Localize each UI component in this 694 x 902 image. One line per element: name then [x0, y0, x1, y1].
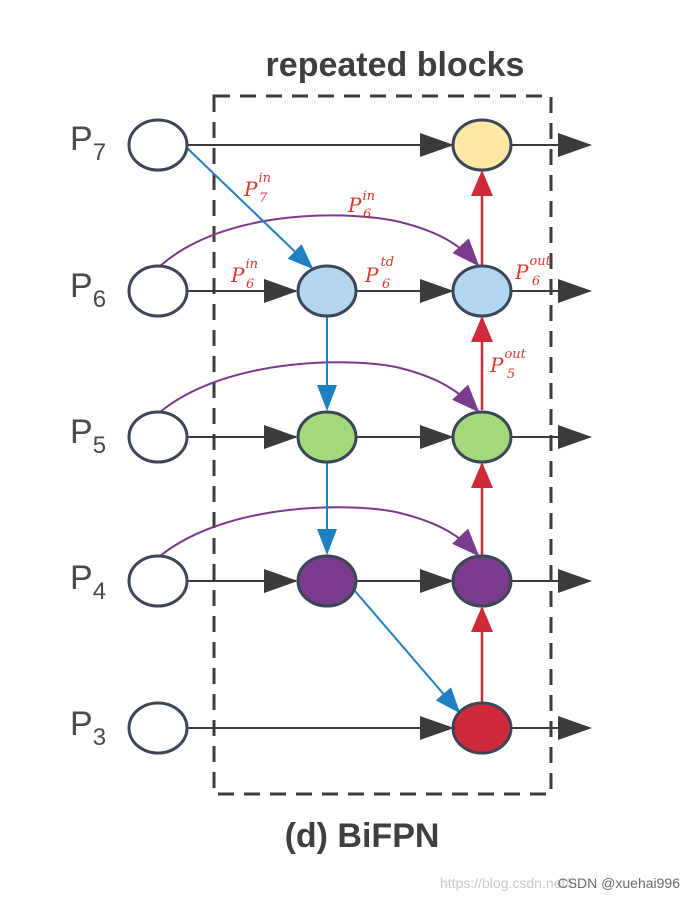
top-down-edges: [186, 147, 461, 714]
edge-p4-td-to-p3-out: [354, 590, 461, 714]
intermediate-nodes: [296, 264, 358, 608]
level-label-p4-name: P: [70, 559, 93, 597]
annotation-p6-out: Pout 6: [514, 254, 552, 289]
node-p3-in: [127, 701, 189, 755]
level-label-p7-sub: 7: [93, 139, 106, 166]
annotation-p7-in-sup: in: [258, 171, 271, 186]
input-nodes: [127, 118, 189, 755]
level-label-p3-sub: 3: [93, 724, 106, 751]
level-label-p7: P7: [70, 120, 106, 166]
annotation-p6-in-base: P: [230, 263, 245, 287]
skip-edge-p4: [159, 506, 480, 557]
node-p4-in: [127, 554, 189, 608]
level-label-p3: P3: [70, 705, 106, 751]
annotation-p6-out-sup: out: [529, 254, 551, 269]
annotation-p5-out-sub: 5: [507, 367, 515, 382]
node-p4-out: [451, 554, 513, 608]
annotation-p6-in-skip-sup: in: [362, 189, 375, 204]
diagram-caption: (d) BiFPN: [285, 817, 440, 855]
node-p6-in: [127, 264, 189, 318]
level-label-p5: P5: [70, 413, 106, 459]
diagram-title: repeated blocks: [266, 46, 525, 84]
level-label-p5-name: P: [70, 413, 93, 451]
skip-edge-p6: [159, 214, 480, 267]
level-label-p7-name: P: [70, 120, 93, 158]
watermark-url: https://blog.csdn.net/u: [440, 875, 577, 891]
annotation-p6-in: Pin 6: [230, 257, 258, 292]
node-p5-in: [127, 410, 189, 464]
edge-p7-in-to-p6-td: [186, 147, 314, 270]
annotation-p6-td-sup: td: [380, 255, 394, 270]
annotation-p6-in-sub: 6: [246, 277, 254, 292]
annotation-p6-in-sup: in: [245, 257, 258, 272]
annotation-p7-in: Pin 7: [243, 171, 271, 206]
level-label-p6-name: P: [70, 267, 93, 305]
watermark-csdn: CSDN @xuehai996: [558, 875, 681, 891]
annotation-p5-out-sup: out: [504, 347, 526, 362]
node-p7-in: [127, 118, 189, 172]
node-p3-out: [451, 701, 513, 755]
level-label-p4: P4: [70, 559, 106, 605]
node-p4-td: [296, 554, 358, 608]
skip-edges: [159, 214, 480, 557]
annotation-p6-td-sub: 6: [382, 277, 390, 292]
level-label-p5-sub: 5: [93, 432, 106, 459]
node-p6-out: [451, 264, 513, 318]
repeated-block-frame: [212, 94, 553, 796]
level-label-p3-name: P: [70, 705, 93, 743]
lateral-edges: [187, 133, 592, 740]
level-label-p6: P6: [70, 267, 106, 313]
node-p6-td: [296, 264, 358, 318]
annotation-p7-in-sub: 7: [259, 191, 268, 206]
annotation-p6-in-skip-base: P: [347, 193, 362, 217]
annotation-p6-td: Ptd 6: [364, 255, 394, 292]
node-p5-td: [296, 410, 358, 464]
annotation-p7-in-base: P: [243, 177, 258, 201]
node-p5-out: [451, 410, 513, 464]
annotation-p6-in-skip-sub: 6: [363, 207, 371, 222]
output-nodes: [451, 118, 513, 755]
annotation-p5-out: Pout 5: [489, 347, 527, 382]
annotation-p6-out-base: P: [514, 260, 529, 284]
annotation-p5-out-base: P: [489, 353, 504, 377]
level-label-p4-sub: 4: [93, 578, 106, 605]
node-p7-out: [451, 118, 513, 172]
level-label-p6-sub: 6: [93, 286, 106, 313]
annotation-p6-in-skip: Pin 6: [347, 189, 375, 222]
annotation-p6-td-base: P: [364, 263, 379, 287]
skip-edge-p5: [159, 361, 480, 413]
annotation-p6-out-sub: 6: [532, 274, 540, 289]
